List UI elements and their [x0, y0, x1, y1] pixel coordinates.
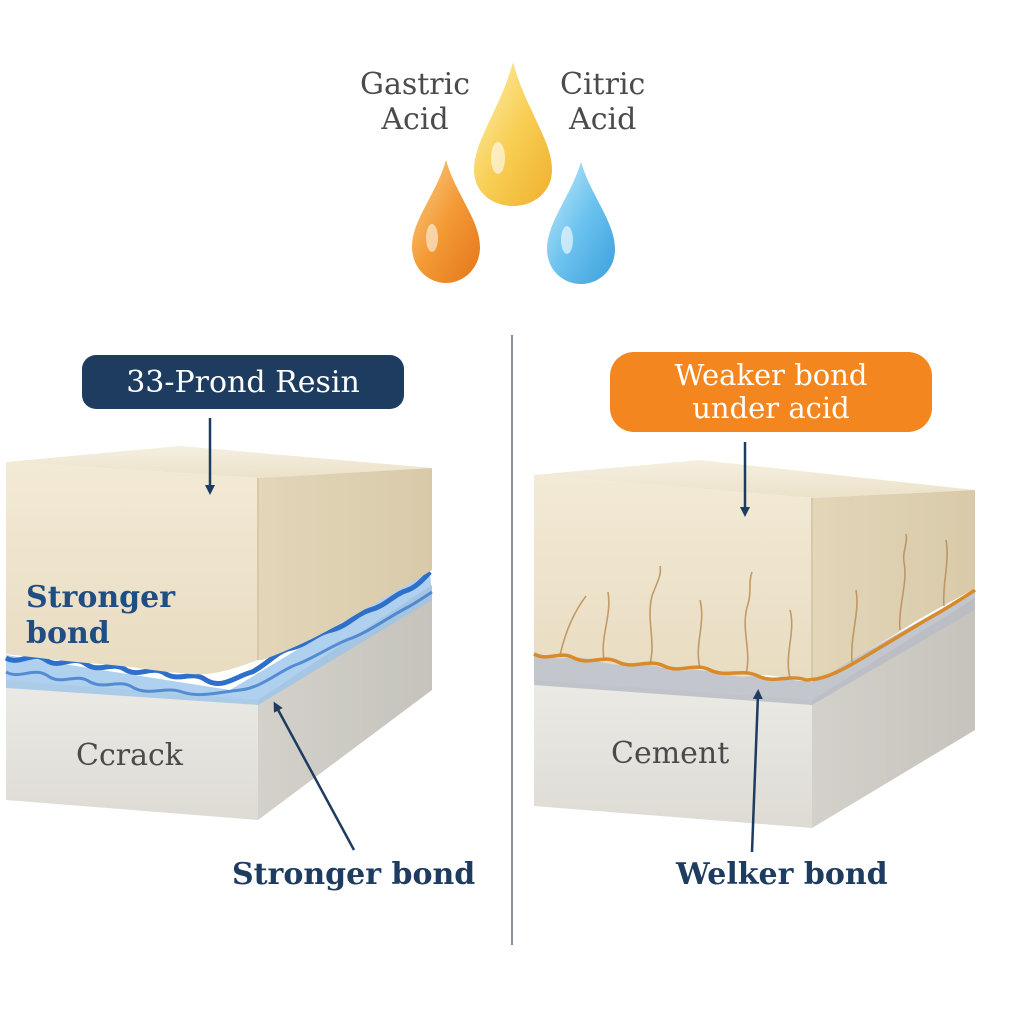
right-cement-side — [812, 598, 975, 828]
stronger-bond-inside-label: Stronger bond — [26, 580, 175, 652]
citric-acid-line-2: Acid — [569, 102, 637, 137]
weaker-bond-pill-line-1: Weaker bond — [674, 358, 868, 392]
right-bottom-arrow — [750, 689, 763, 853]
left-resin-side — [258, 468, 432, 660]
acid-drops — [412, 62, 615, 284]
right-cement-front — [534, 680, 812, 828]
left-block — [4, 446, 433, 820]
gastric-acid-line-1: Gastric — [360, 67, 471, 102]
stronger-bond-inside-line-1: Stronger — [26, 580, 176, 615]
weaker-bond-pill: Weaker bond under acid — [610, 352, 932, 432]
right-resin-side — [812, 490, 975, 680]
arrows — [205, 418, 763, 853]
left-bottom-label: Stronger bond — [232, 857, 476, 892]
gastric-acid-line-2: Acid — [381, 102, 449, 137]
resin-cracks — [559, 533, 948, 679]
right-debris-layer — [534, 590, 975, 705]
citric-acid-label: Citric Acid — [560, 67, 645, 137]
left-cement-front — [6, 680, 258, 820]
orange-drop-icon — [412, 160, 480, 283]
weaker-bond-pill-line-2: under acid — [692, 391, 850, 425]
left-base-label: Ccrack — [76, 738, 183, 773]
resin-label-pill: 33-Prond Resin — [82, 355, 404, 409]
stronger-bond-inside-line-2: bond — [26, 616, 110, 651]
gastric-acid-label: Gastric Acid — [360, 67, 470, 137]
right-resin-front — [534, 475, 812, 681]
blue-drop-icon — [547, 162, 615, 284]
right-bond-line — [533, 588, 976, 682]
citric-acid-line-1: Citric — [560, 67, 646, 102]
left-resin-top — [6, 446, 432, 478]
left-bottom-arrow — [273, 701, 356, 851]
right-bottom-label: Welker bond — [676, 857, 888, 892]
right-block — [533, 460, 976, 828]
left-bond-layer — [6, 570, 432, 705]
yellow-drop-icon — [474, 62, 552, 206]
left-resin-front — [6, 462, 258, 675]
left-cement-side — [258, 585, 432, 820]
right-base-label: Cement — [611, 736, 730, 771]
right-resin-top — [534, 460, 975, 498]
